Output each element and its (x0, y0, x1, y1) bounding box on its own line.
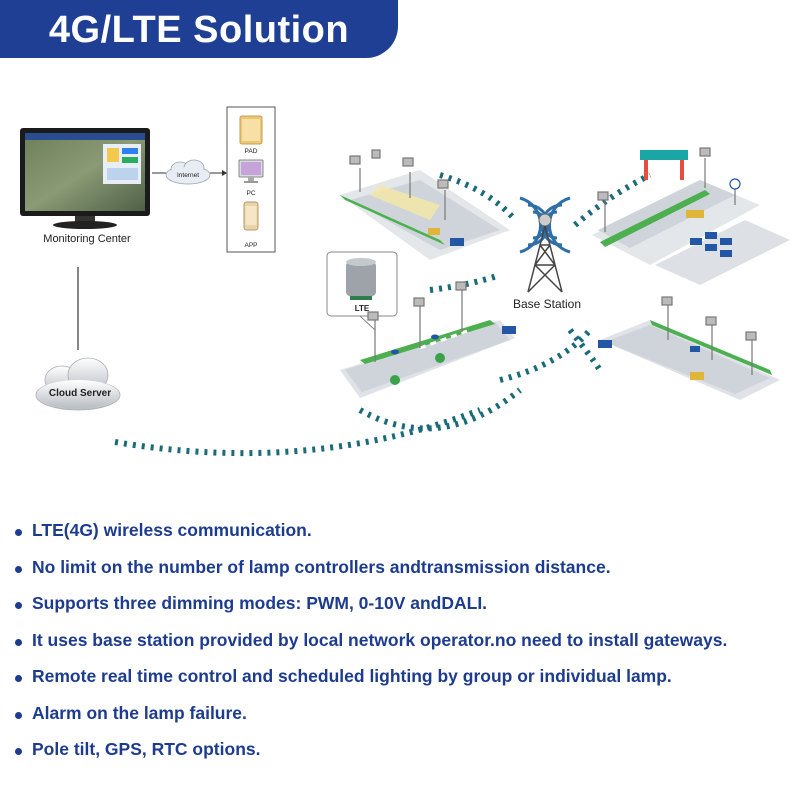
street-block-top-right (592, 150, 790, 285)
bullet-icon (15, 565, 22, 573)
list-item: Alarm on the lamp failure. (14, 695, 800, 732)
desktop-pc-icon (238, 159, 264, 183)
street-lamps-top-left (349, 149, 449, 220)
signal-waves (114, 172, 652, 457)
street-lamps-bottom-left (367, 281, 467, 362)
bullet-icon (15, 675, 22, 682)
street-lamps-bottom-right (661, 296, 757, 375)
street-lamps-top-right (597, 147, 741, 232)
tablet-icon (239, 115, 263, 145)
monitoring-center-label: Monitoring Center (43, 233, 131, 245)
monitor-icon (20, 128, 150, 229)
lte-controller-callout (326, 251, 398, 331)
network-diagram: Monitoring Center Internet PAD PC APP Cl… (20, 106, 790, 457)
bullet-icon (15, 748, 22, 755)
cloud-server-icon (35, 357, 121, 411)
list-item: No limit on the number of lamp controlle… (14, 549, 800, 586)
street-block-top-left (340, 170, 510, 260)
feature-list: LTE(4G) wireless communication. No limit… (14, 512, 800, 768)
list-item: It uses base station provided by local n… (14, 622, 800, 659)
page-title: 4G/LTE Solution (48, 9, 350, 51)
lte-controller-label: LTE (355, 304, 370, 313)
title-banner (0, 0, 398, 58)
list-item: Pole tilt, GPS, RTC options. (14, 731, 800, 768)
bullet-icon (15, 638, 22, 646)
list-item: Remote real time control and scheduled l… (14, 658, 800, 695)
device-pad-label: PAD (245, 148, 258, 155)
street-block-bottom-left (340, 320, 516, 398)
bullet-icon (15, 711, 22, 719)
street-block-bottom-right (598, 320, 780, 400)
internet-label: Internet (177, 172, 199, 179)
cloud-server-label: Cloud Server (49, 388, 111, 399)
base-station-label: Base Station (513, 297, 581, 311)
smartphone-icon (243, 201, 259, 231)
bullet-icon (15, 529, 22, 536)
list-item: Supports three dimming modes: PWM, 0-10V… (14, 585, 800, 622)
internet-cloud-icon (165, 159, 211, 185)
bullet-icon (15, 602, 22, 609)
base-station-tower-icon (519, 196, 571, 293)
device-app-label: APP (244, 242, 257, 249)
device-pc-label: PC (246, 190, 255, 197)
list-item: LTE(4G) wireless communication. (14, 512, 800, 549)
